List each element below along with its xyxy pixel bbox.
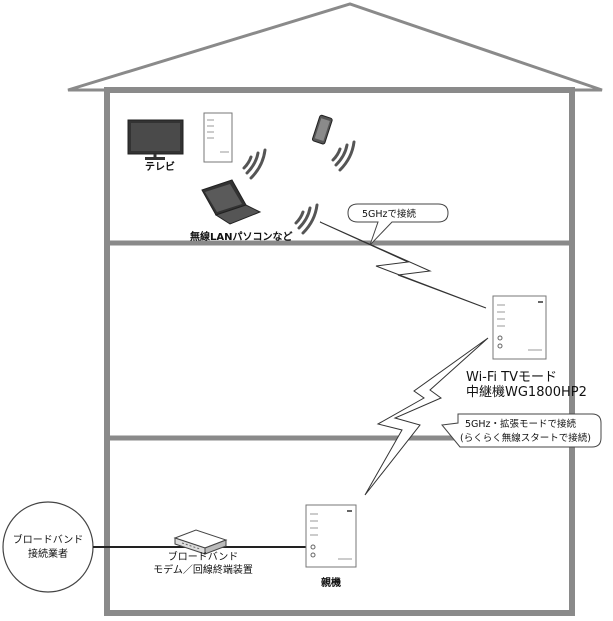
smartphone-icon [311,114,333,145]
isp-label-line1: ブロードバンド [13,533,84,546]
tv-icon [127,119,184,160]
parent-router-icon [305,504,357,568]
extend-mode-label-line1: 5GHz・拡張モードで接続 [465,418,577,430]
extend-mode-callout [441,413,602,448]
router-upper-icon [203,112,233,163]
laptop-icon [201,179,262,225]
parent-router-label: 親機 [321,576,341,589]
repeater-label-line2: 中継機WG1800HP2 [466,385,587,400]
modem-label-line1: ブロードバンド [168,550,239,563]
wireless-link-bolt-icon [319,221,487,309]
isp-circle-icon [2,501,94,593]
isp-label-line2: 接続業者 [28,547,68,560]
modem-label-line2: モデム／回線終端装置 [153,563,253,576]
wireless-pc-label: 無線LANパソコンなど [190,230,292,243]
band-5ghz-callout [347,203,449,246]
modem-icon [173,529,228,555]
wifi-waves-icon [242,140,356,235]
wireless-link-bolt-icon [364,337,489,496]
tv-label: テレビ [145,160,175,173]
repeater-router-icon [492,295,547,360]
repeater-label-line1: Wi-Fi TVモード [466,370,557,385]
extend-mode-label-line2: (らくらく無線スタートで接続) [460,432,591,444]
band-5ghz-label: 5GHzで接続 [362,208,417,220]
